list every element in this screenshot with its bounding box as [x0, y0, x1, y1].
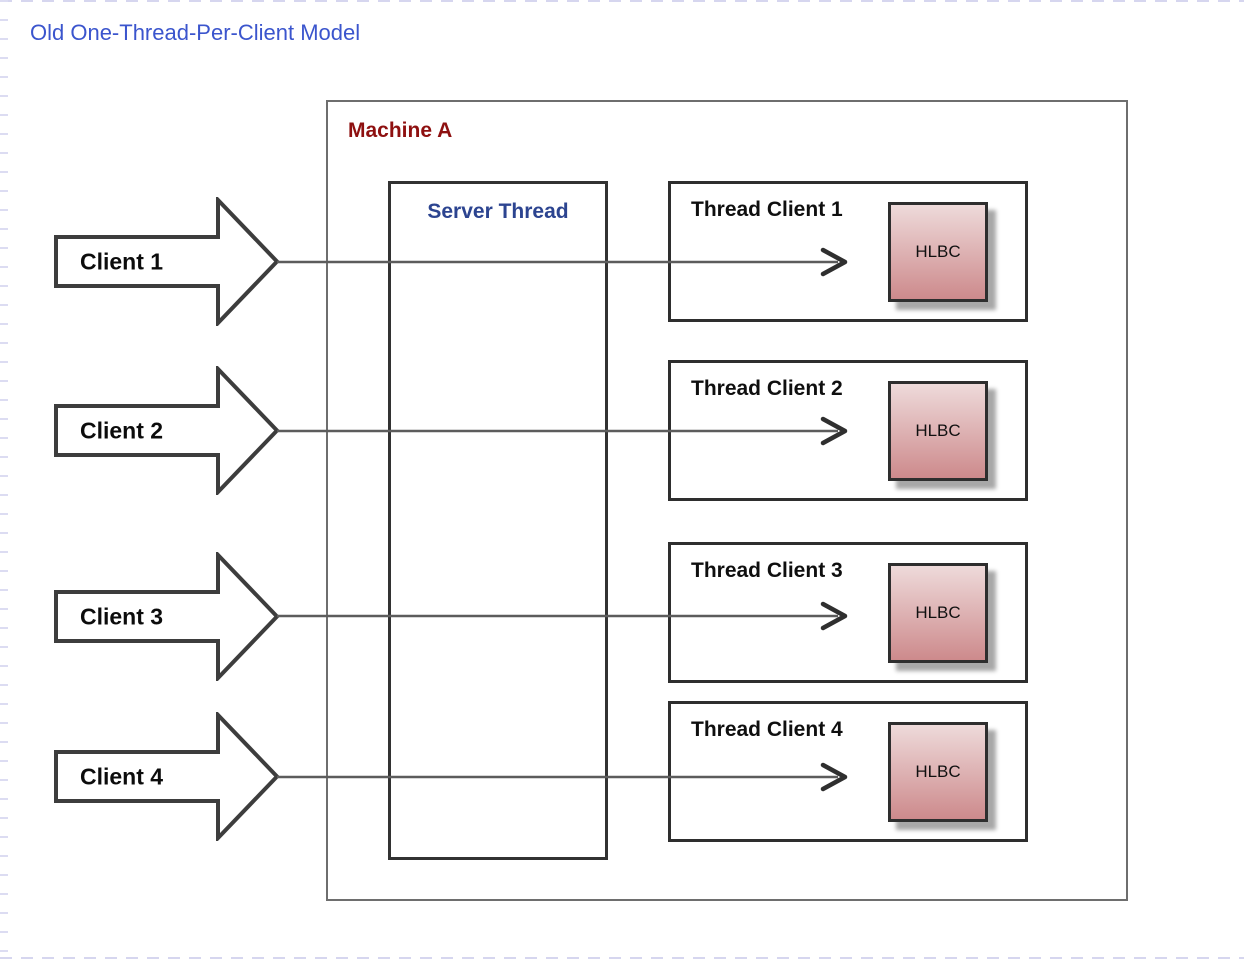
hlbc-box-3: HLBC [888, 563, 988, 663]
client-1-arrow-shape: Client 1 [53, 197, 280, 326]
thread-client-1-label: Thread Client 1 [691, 198, 843, 221]
block-arrow-icon [54, 712, 280, 841]
client-2-arrow-shape: Client 2 [53, 366, 280, 495]
client-4-arrow-shape: Client 4 [53, 712, 280, 841]
block-arrow-icon [54, 552, 280, 681]
server-thread-label: Server Thread [427, 200, 569, 223]
page-guide-left-dashed-line [0, 0, 8, 966]
hlbc-box-2: HLBC [888, 381, 988, 481]
thread-client-2-box: Thread Client 2 HLBC [668, 360, 1028, 501]
thread-client-4-box: Thread Client 4 HLBC [668, 701, 1028, 842]
diagram-title: Old One-Thread-Per-Client Model [30, 20, 361, 45]
hlbc-label-3: HLBC [915, 603, 961, 622]
block-arrow-icon [54, 197, 280, 326]
client-3-label: Client 3 [80, 603, 164, 629]
hlbc-label-2: HLBC [915, 421, 961, 440]
block-arrow-icon [54, 366, 280, 495]
machine-a-label: Machine A [348, 119, 453, 142]
hlbc-box-1: HLBC [888, 202, 988, 302]
hlbc-box-4: HLBC [888, 722, 988, 822]
thread-client-1-box: Thread Client 1 HLBC [668, 181, 1028, 322]
thread-client-2-label: Thread Client 2 [691, 377, 843, 400]
client-4-label: Client 4 [80, 763, 164, 789]
client-1-label: Client 1 [80, 248, 164, 274]
thread-client-3-label: Thread Client 3 [691, 559, 843, 582]
client-3-arrow-shape: Client 3 [53, 552, 280, 681]
hlbc-label-1: HLBC [915, 242, 961, 261]
page-guide-bottom-dashed-line [0, 957, 1244, 959]
page-guide-top-dashed-line [0, 0, 1244, 2]
server-thread-box: Server Thread [388, 181, 608, 860]
client-2-label: Client 2 [80, 417, 164, 443]
thread-client-4-label: Thread Client 4 [691, 718, 843, 741]
hlbc-label-4: HLBC [915, 762, 961, 781]
thread-client-3-box: Thread Client 3 HLBC [668, 542, 1028, 683]
